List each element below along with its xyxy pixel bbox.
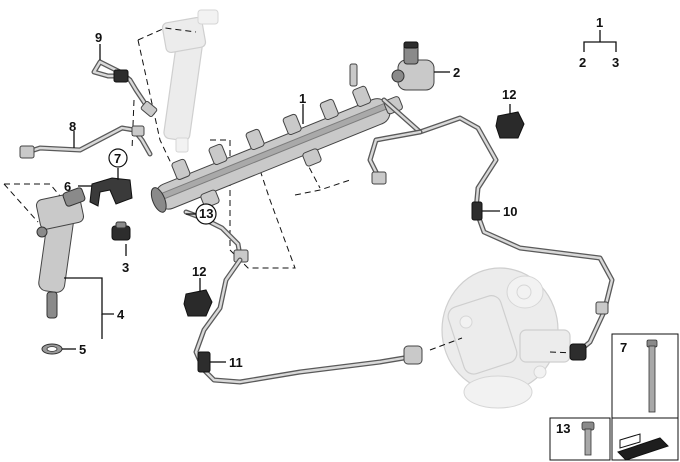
callout-labels: 1 2 3 4 5 6 8 9 10 11 12 12 7 13 xyxy=(64,30,517,370)
pipe-holder-12-upper xyxy=(495,111,525,139)
inset-box-7: 7 xyxy=(611,333,679,419)
inset-box-13: 13 xyxy=(549,417,611,461)
callout-10: 10 xyxy=(503,204,517,219)
pressure-regulator-valve xyxy=(391,41,435,91)
callout-9: 9 xyxy=(95,30,102,45)
callout-3: 3 xyxy=(122,260,129,275)
injector-clamp xyxy=(89,177,133,207)
legend-child-right: 3 xyxy=(612,55,619,70)
rail-pressure-sensor-stub xyxy=(349,63,358,87)
catalog-symbol-box xyxy=(611,417,679,461)
pipe-9 xyxy=(91,59,158,118)
legend-parent: 1 xyxy=(596,15,603,30)
ghost-high-pressure-pump xyxy=(441,267,571,409)
leader-lines xyxy=(62,30,617,363)
callout-4: 4 xyxy=(117,307,125,322)
callout-13-circle xyxy=(195,203,217,225)
callout-12-upper: 12 xyxy=(502,87,516,102)
callout-5: 5 xyxy=(79,342,86,357)
callout-11: 11 xyxy=(229,355,243,370)
sealing-ring xyxy=(41,343,63,355)
pipe-rail-to-13 xyxy=(183,209,249,263)
legend-child-left: 2 xyxy=(579,55,586,70)
callout-7: 7 xyxy=(114,151,121,166)
callout-8: 8 xyxy=(69,119,76,134)
inset-box-13-label: 13 xyxy=(556,421,570,436)
screw-cap-3 xyxy=(111,221,131,241)
callout-12-lower: 12 xyxy=(192,264,206,279)
bolt-13-shank xyxy=(584,428,592,456)
callout-2: 2 xyxy=(453,65,460,80)
callout-1: 1 xyxy=(299,91,306,106)
pipe-holder-12-lower xyxy=(183,289,213,317)
fuel-injector xyxy=(35,187,86,319)
ghost-injector-top xyxy=(161,9,219,153)
bolt-7-shank xyxy=(648,345,656,413)
pipe-10 xyxy=(367,97,615,361)
callout-7-circle xyxy=(108,148,128,168)
fuel-rail xyxy=(150,85,403,213)
callout-6: 6 xyxy=(64,179,71,194)
callout-13: 13 xyxy=(199,206,213,221)
pipe-8 xyxy=(19,125,153,159)
inset-box-7-label: 7 xyxy=(620,340,627,355)
legend-tree: 1 2 3 xyxy=(579,15,619,70)
